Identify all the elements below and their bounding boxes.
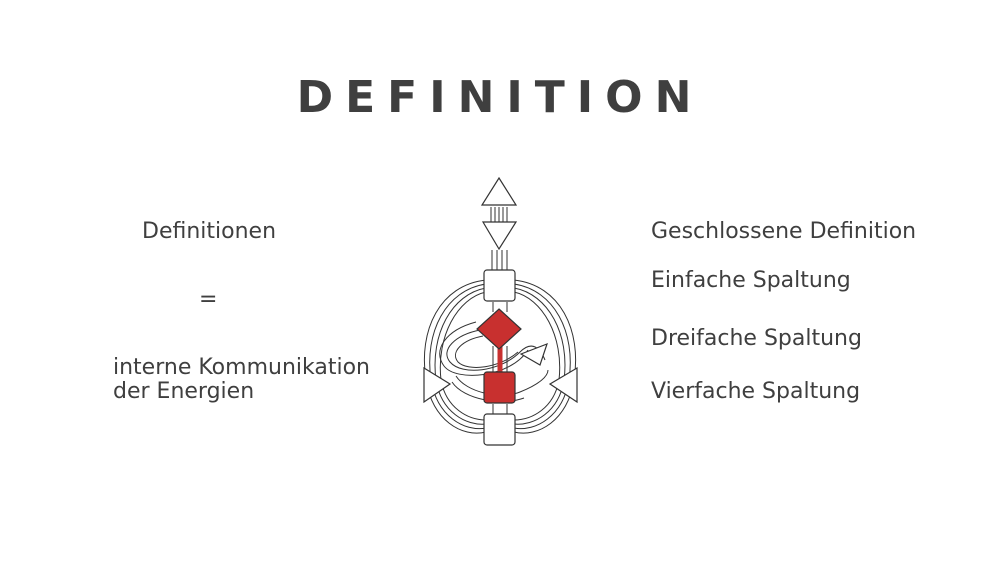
ajna-center-triangle — [481, 221, 518, 251]
g-center-diamond — [476, 308, 522, 350]
head-center-triangle — [480, 176, 518, 206]
root-center-square — [483, 413, 516, 446]
heart-center-triangle — [519, 342, 548, 366]
page-title: DEFINITION — [296, 72, 704, 123]
throat-center-square — [483, 269, 516, 302]
definition-description: interne Kommunikation der Energien — [113, 355, 370, 404]
bodygraph-diagram — [423, 176, 578, 446]
definition-type-triple-split: Dreifache Spaltung — [651, 326, 862, 351]
spleen-center-triangle — [423, 366, 452, 404]
definitions-label: Definitionen — [142, 219, 277, 244]
solar-plexus-center-triangle — [548, 366, 578, 404]
definition-type-quadruple-split: Vierfache Spaltung — [651, 379, 861, 404]
definition-type-closed: Geschlossene Definition — [651, 219, 917, 244]
equals-sign: = — [199, 287, 218, 312]
definition-type-single-split: Einfache Spaltung — [651, 268, 851, 293]
sacral-center-square — [483, 371, 516, 404]
